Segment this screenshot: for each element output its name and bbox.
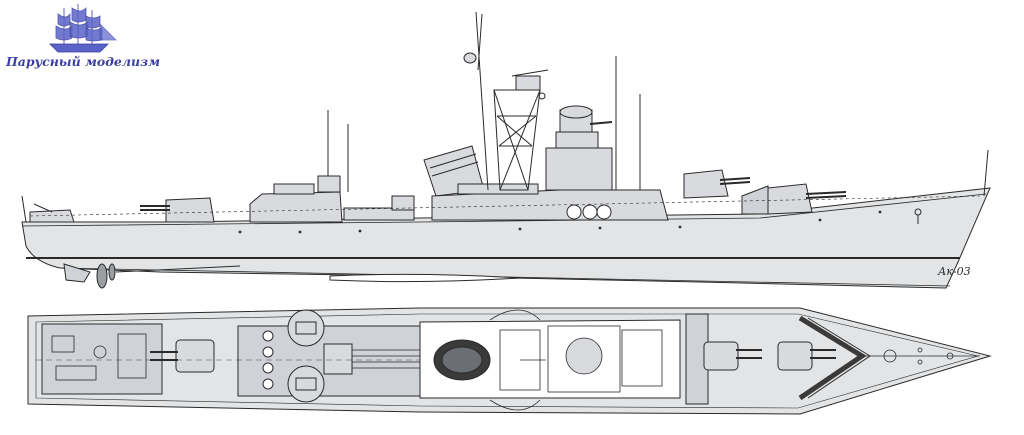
logo: Парусный моделизм bbox=[5, 4, 160, 69]
aft-turret-top bbox=[150, 339, 215, 373]
drawing-signature: Ак-03 bbox=[937, 265, 971, 278]
aft-gun-turret bbox=[140, 197, 215, 223]
sailing-ship-icon bbox=[49, 4, 117, 53]
lattice-mast bbox=[463, 11, 549, 191]
forward-turret-top-1 bbox=[703, 341, 762, 371]
top-plan-view bbox=[27, 307, 992, 415]
propeller bbox=[63, 263, 241, 289]
funnel-top bbox=[433, 339, 491, 381]
hull-side bbox=[21, 187, 991, 289]
life-rafts bbox=[566, 204, 612, 220]
life-rafts-top bbox=[262, 330, 274, 390]
forward-turret-top-2 bbox=[777, 341, 836, 371]
twin-launchers bbox=[287, 309, 353, 403]
aft-superstructure bbox=[249, 110, 349, 223]
logo-text: Парусный моделизм bbox=[5, 54, 160, 69]
forward-gun-turret-1 bbox=[683, 169, 751, 199]
side-profile-view bbox=[21, 11, 991, 289]
anchor bbox=[914, 208, 922, 224]
